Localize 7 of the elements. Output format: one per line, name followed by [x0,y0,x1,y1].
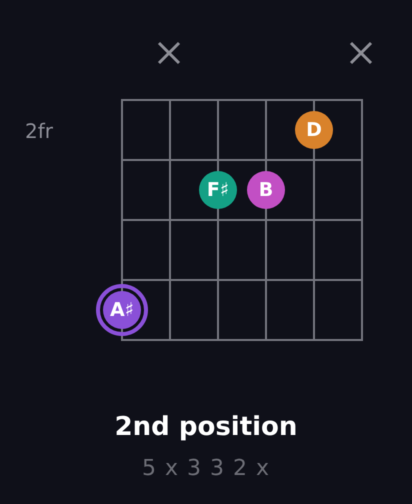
fingering-label: 5 x 3 3 2 x [142,455,270,483]
root-note-marker: A♯ [96,284,148,336]
note-marker: F♯ [199,171,237,209]
note-marker: D [295,111,333,149]
note-marker: B [247,171,285,209]
chord-title: 2nd position [114,411,298,444]
fret-number-label: 2fr [25,118,53,144]
